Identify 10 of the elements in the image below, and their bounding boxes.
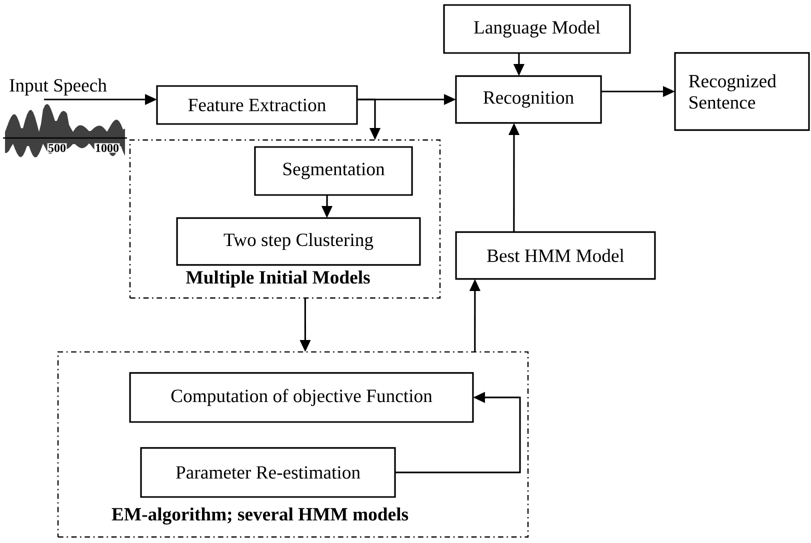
process-box: Feature Extraction: [156, 85, 358, 125]
process-box: Two step Clustering: [176, 217, 421, 266]
process-box: Computation of objective Function: [129, 372, 474, 423]
process-box: Recognized Sentence: [674, 52, 810, 131]
process-box: Recognition: [455, 75, 602, 124]
process-box: Parameter Re-estimation: [140, 447, 396, 498]
input-label: Input Speech: [10, 78, 107, 96]
process-box: Best HMM Model: [455, 231, 656, 280]
process-box: Language Model: [443, 4, 631, 54]
process-box: Segmentation: [254, 146, 413, 196]
